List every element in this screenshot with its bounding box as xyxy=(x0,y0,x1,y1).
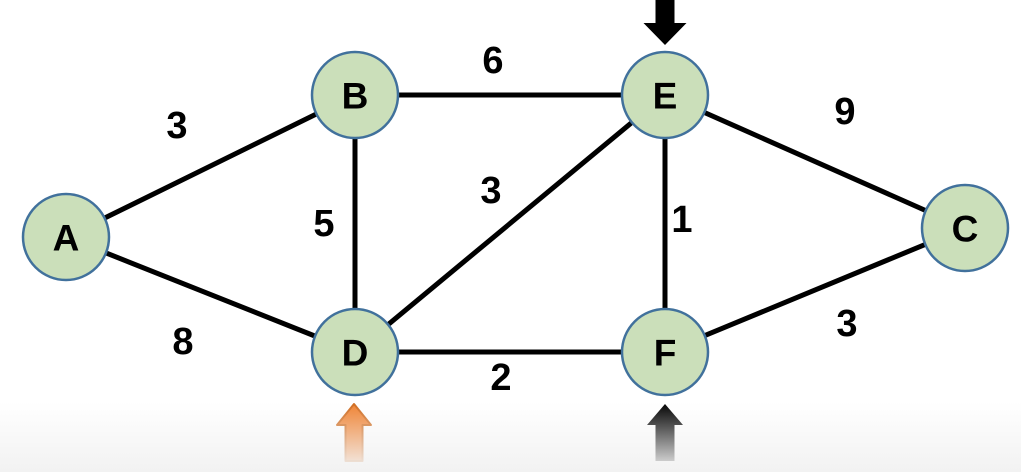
edge-weight-d-f: 2 xyxy=(490,357,511,399)
node-d xyxy=(310,307,400,397)
node-c xyxy=(920,183,1010,273)
node-b xyxy=(310,50,400,140)
edge-weight-b-e: 6 xyxy=(482,40,503,82)
edge-a-d xyxy=(63,234,358,355)
edge-a-b xyxy=(63,92,358,240)
node-e xyxy=(620,50,710,140)
edge-weight-f-c: 3 xyxy=(836,303,857,345)
edge-weight-e-c: 9 xyxy=(834,91,855,133)
arrow-into-d xyxy=(336,403,372,462)
edge-e-c xyxy=(662,92,968,231)
edge-weight-b-d: 5 xyxy=(313,203,334,245)
node-label-c: C xyxy=(952,209,979,250)
node-label-a: A xyxy=(53,218,80,259)
edge-weight-e-f: 1 xyxy=(671,199,692,241)
edge-weight-a-d: 8 xyxy=(172,321,193,363)
node-label-b: B xyxy=(342,76,369,117)
node-label-e: E xyxy=(653,76,678,117)
arrow-into-e xyxy=(643,0,687,45)
node-f xyxy=(620,307,710,397)
edge-f-c xyxy=(662,225,968,355)
edge-weight-a-b: 3 xyxy=(166,105,187,147)
edge-weight-d-e: 3 xyxy=(480,170,501,212)
node-label-d: D xyxy=(342,333,369,374)
node-label-f: F xyxy=(654,333,677,374)
node-a xyxy=(21,192,111,282)
arrow-into-f xyxy=(647,404,683,461)
edge-d-e xyxy=(352,92,668,355)
